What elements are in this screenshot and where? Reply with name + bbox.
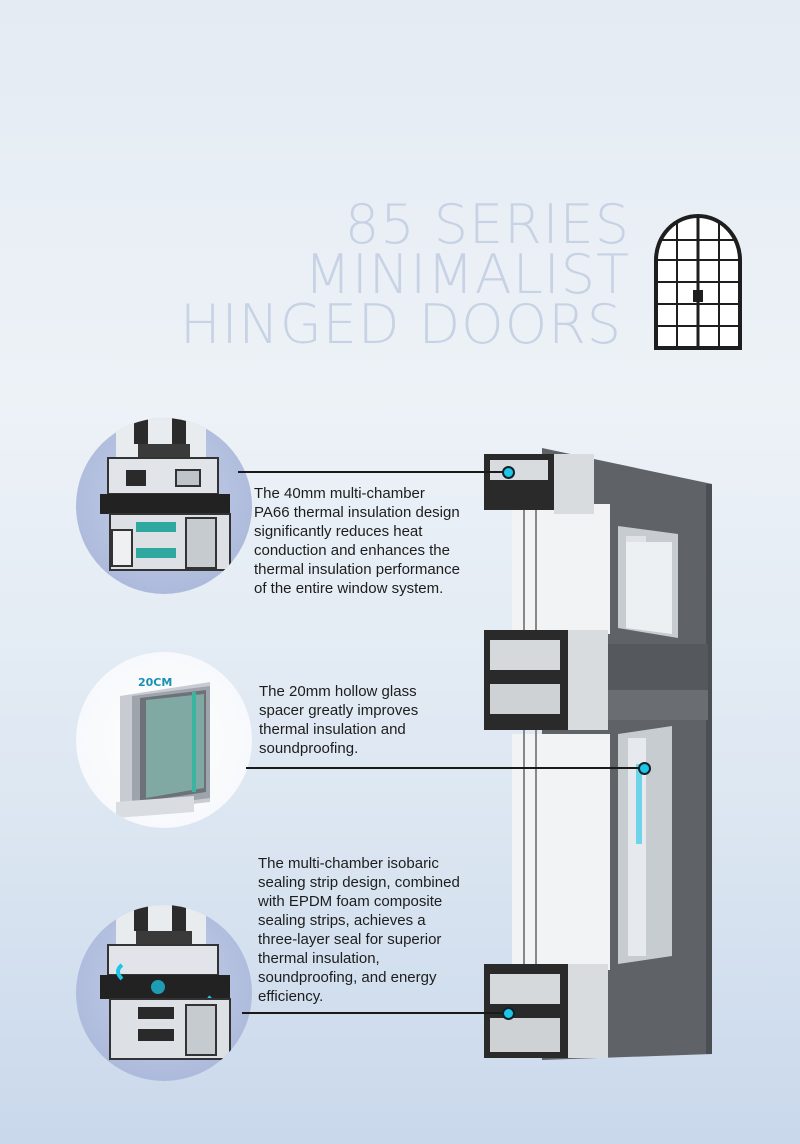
arched-door-icon <box>654 214 742 350</box>
feature-thermal-insulation: The 40mm multi-chamber PA66 thermal insu… <box>254 484 494 598</box>
leader-line-3 <box>242 1012 506 1014</box>
feature-3-line: sealing strip design, combined <box>258 874 460 891</box>
glass-spacer-image: 20CM <box>76 652 252 828</box>
feature-2-line: The 20mm hollow glass <box>259 683 417 700</box>
callout-dot-3 <box>502 1007 515 1020</box>
leader-line-2 <box>246 767 642 769</box>
feature-2-line: thermal insulation and <box>259 721 406 738</box>
feature-1-line: The 40mm multi-chamber <box>254 485 425 502</box>
spacer-width-badge: 20CM <box>138 676 172 689</box>
feature-3-line: sealing strips, achieves a <box>258 912 426 929</box>
page-title: 85 SERIES MINIMALIST HINGED DOORS <box>30 193 630 356</box>
profile-detail-image-1 <box>76 418 252 594</box>
feature-sealing-strip: The multi-chamber isobaric sealing strip… <box>258 854 498 1006</box>
door-frame-section-illustration <box>484 448 712 1060</box>
feature-2-line: spacer greatly improves <box>259 702 419 719</box>
profile-detail-image-2 <box>76 905 252 1081</box>
feature-3-line: The multi-chamber isobaric <box>258 855 439 872</box>
feature-3-line: three-layer seal for superior <box>258 931 442 948</box>
feature-3-line: soundproofing, and energy <box>258 969 437 986</box>
title-line-1: 85 SERIES MINIMALIST <box>304 193 630 306</box>
feature-3-line: thermal insulation, <box>258 950 380 967</box>
title-line-2: HINGED DOORS <box>179 293 622 356</box>
feature-1-line: conduction and enhances the <box>254 542 450 559</box>
feature-1-line: thermal insulation performance <box>254 561 460 578</box>
feature-1-line: of the entire window system. <box>254 580 444 597</box>
leader-line-1 <box>238 471 506 473</box>
feature-glass-spacer: The 20mm hollow glass spacer greatly imp… <box>259 682 479 758</box>
feature-1-line: significantly reduces heat <box>254 523 423 540</box>
feature-3-line: with EPDM foam composite <box>258 893 443 910</box>
feature-2-line: soundproofing. <box>259 740 359 757</box>
feature-3-line: efficiency. <box>258 988 324 1005</box>
callout-dot-1 <box>502 466 515 479</box>
feature-1-line: PA66 thermal insulation design <box>254 504 460 521</box>
callout-dot-2 <box>638 762 651 775</box>
